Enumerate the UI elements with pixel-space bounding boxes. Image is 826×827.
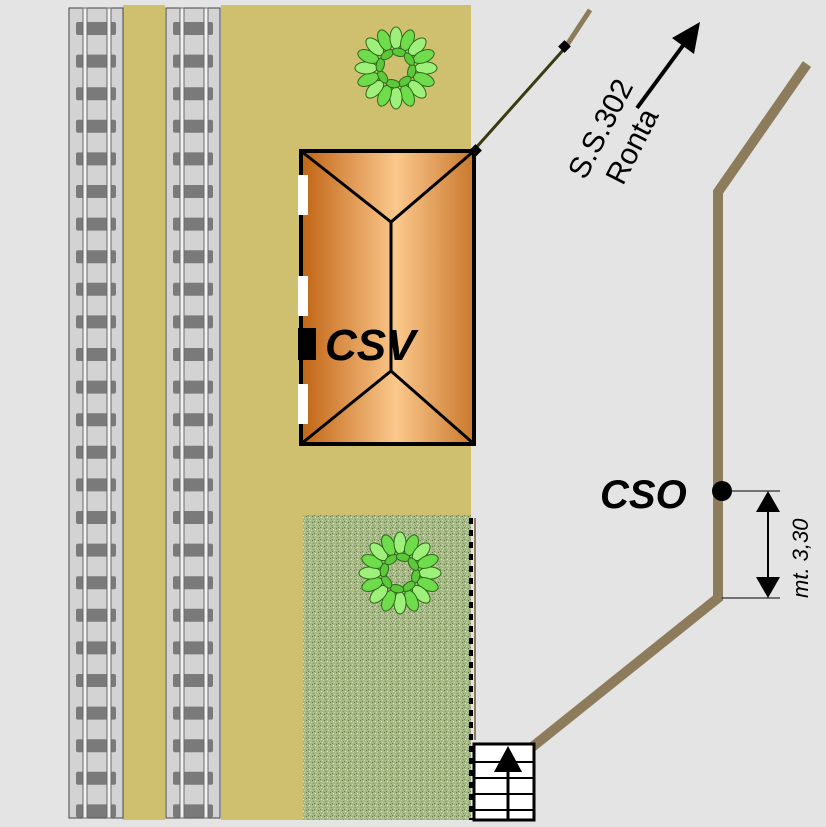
building-roof [299,149,476,446]
stairs-icon [472,742,536,822]
tree-leaf [403,52,415,66]
road-wall [527,61,812,752]
track-rail [82,7,88,819]
dimension-label: mt. 3,30 [788,518,813,598]
railway-track [68,7,124,819]
arrow-up-icon [635,22,700,110]
building-window [298,384,308,424]
roof-hip [300,369,475,446]
platform-strip [123,5,165,820]
building-door [298,328,316,360]
tree-leaf [407,557,419,571]
corner-marker [469,144,482,157]
tree-icon [354,26,438,110]
track-rail [179,7,185,819]
building-window [298,175,308,215]
railway-track [165,7,221,819]
dimension-marker [722,490,780,599]
road-edge-top [562,8,593,50]
building-label: CSV [325,321,419,370]
track-rail [203,7,209,819]
signal-label: CSO [600,473,687,517]
track-rail [106,7,112,819]
building-window [298,276,308,316]
tree-icon [358,531,442,615]
station-building [298,149,476,446]
